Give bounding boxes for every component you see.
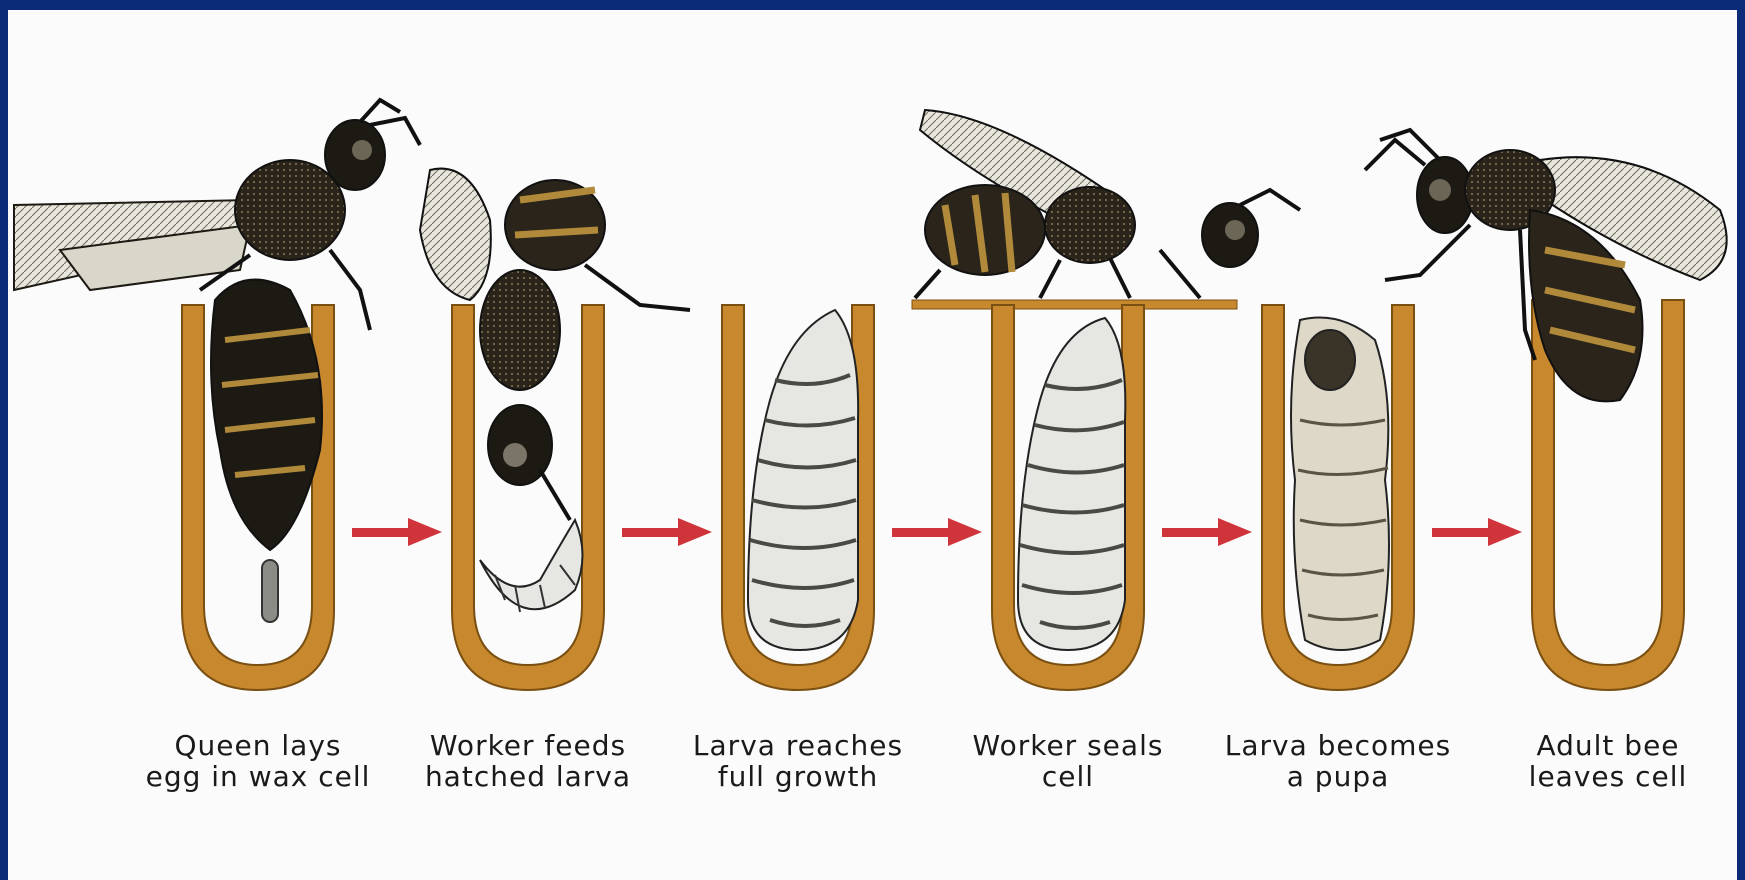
arrow-5 — [1432, 518, 1522, 546]
stage-1-caption: Queen lays egg in wax cell — [128, 730, 388, 792]
worker-bee-icon — [915, 110, 1300, 650]
arrow-4 — [1162, 518, 1252, 546]
stage-4-caption: Worker seals cell — [938, 730, 1198, 792]
arrow-1 — [352, 518, 442, 546]
stage-5-caption: Larva becomes a pupa — [1208, 730, 1468, 792]
stage-2-caption: Worker feeds hatched larva — [398, 730, 658, 792]
stage-6-caption: Adult bee leaves cell — [1478, 730, 1738, 792]
stage-3-caption: Larva reaches full growth — [668, 730, 928, 792]
arrow-2 — [622, 518, 712, 546]
arrow-3 — [892, 518, 982, 546]
larva-icon — [748, 310, 858, 650]
pupa-icon — [1291, 318, 1389, 651]
queen-bee-icon — [14, 100, 420, 622]
